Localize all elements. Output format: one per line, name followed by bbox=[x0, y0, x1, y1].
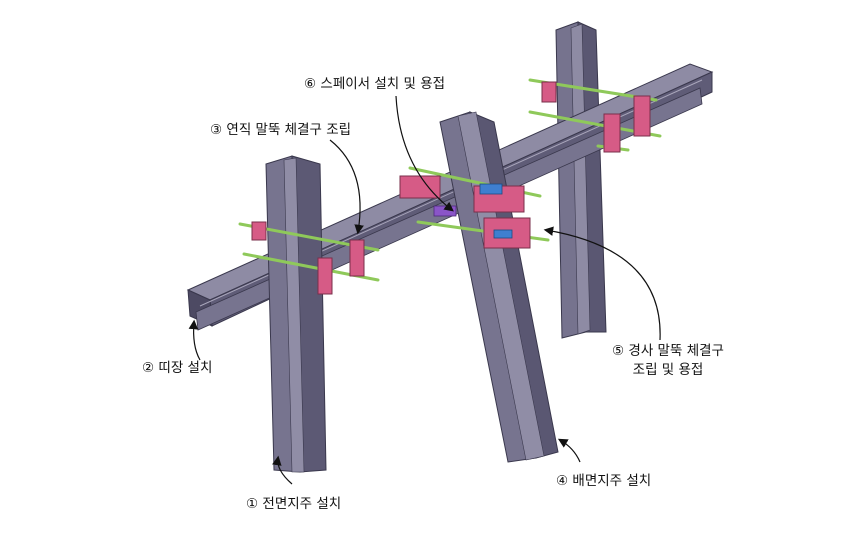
leader-arrows bbox=[188, 95, 661, 485]
label-inclined-pile-2: 조립 및 용접 bbox=[632, 362, 704, 378]
label-vertical-pile: ③ 연직 말뚝 체결구 조립 bbox=[210, 122, 352, 138]
label-inclined-pile-1: ⑤ 경사 말뚝 체결구 bbox=[612, 343, 724, 359]
label-waler: ② 띠장 설치 bbox=[142, 360, 213, 376]
label-spacer: ⑥ 스페이서 설치 및 용접 bbox=[304, 76, 446, 92]
clamp-brackets bbox=[251, 81, 651, 295]
rear-right-post bbox=[555, 21, 607, 339]
label-rear-post: ④ 배면지주 설치 bbox=[556, 473, 652, 489]
spacer-pipe bbox=[433, 205, 457, 217]
front-left-post bbox=[265, 155, 327, 473]
label-front-post: ① 전면지주 설치 bbox=[246, 496, 342, 512]
spacers bbox=[479, 183, 513, 239]
